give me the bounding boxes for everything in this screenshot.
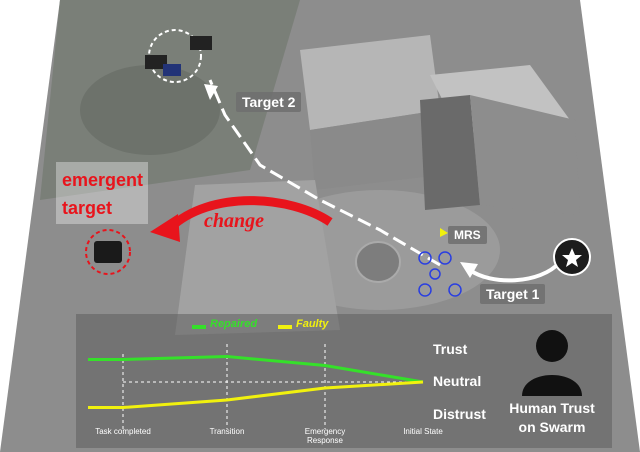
swarm-drone <box>448 283 462 297</box>
trust-chart <box>88 344 424 429</box>
change-label: change <box>204 210 264 232</box>
emergent-label-bg <box>56 162 148 224</box>
building-left-side <box>310 110 440 190</box>
y-label-neutral: Neutral <box>433 373 482 389</box>
target1-arrowhead <box>460 262 478 278</box>
target2-label: Target 2 <box>236 92 302 112</box>
x-tick-emergency-response: Emergency Response <box>304 427 346 445</box>
x-tick-transition: Transition <box>209 427 245 436</box>
series-line-faulty <box>88 380 424 409</box>
arrowhead-target2 <box>204 84 218 100</box>
change-arrowhead <box>150 214 180 242</box>
tower-side <box>470 95 580 215</box>
person-silhouette-icon <box>522 330 582 396</box>
star-icon <box>562 248 582 267</box>
mrs-label: MRS <box>448 226 487 244</box>
building-left-roof <box>300 35 440 130</box>
target1-arrow <box>468 260 562 283</box>
target2-ring <box>148 29 202 83</box>
emergent-label-line2: target <box>62 198 113 218</box>
x-tick-task-completed: Task completed <box>95 427 151 436</box>
drone-icon <box>145 55 167 69</box>
swarm-drone <box>418 251 432 265</box>
human-trust-line1: Human Trust <box>509 400 595 416</box>
change-arrow <box>166 196 333 232</box>
y-label-trust: Trust <box>433 341 468 357</box>
series-line-repaired <box>88 354 424 384</box>
tower-front <box>420 95 480 210</box>
legend-faulty: Faulty <box>296 318 329 330</box>
roundabout <box>355 241 401 283</box>
legend-swatch-repaired <box>192 325 206 329</box>
legend-repaired: Repaired <box>210 318 258 330</box>
emergent-label-line1: emergent <box>62 170 144 190</box>
hall-roof <box>175 180 340 335</box>
swarm-group <box>418 251 462 297</box>
mrs-marker-icon <box>440 228 448 237</box>
tree-cluster <box>80 65 220 155</box>
human-trust-line2: on Swarm <box>518 419 586 435</box>
drone-icon <box>190 36 212 50</box>
swarm-drone <box>418 283 432 297</box>
swarm-drone <box>438 251 452 265</box>
emergent-target-ring <box>85 229 131 275</box>
x-tick-initial-state: Initial State <box>403 427 443 436</box>
drone-icon <box>163 64 181 76</box>
legend-swatch-faulty <box>278 325 292 329</box>
y-label-distrust: Distrust <box>433 406 486 422</box>
trust-panel: Repaired Faulty Trust Neutral Distrust T… <box>76 314 612 448</box>
swarm-drone <box>429 268 441 280</box>
ground-robot-icon <box>94 241 122 263</box>
path-to-target2 <box>208 79 441 267</box>
target1-label: Target 1 <box>480 284 546 304</box>
